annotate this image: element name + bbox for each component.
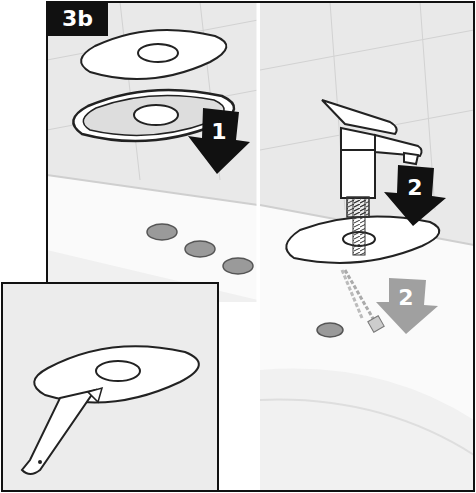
- callout-number: 1: [211, 121, 226, 143]
- placement-arrow: [376, 278, 438, 334]
- step-badge: 3b: [47, 2, 108, 36]
- placement-arrow: [188, 108, 250, 174]
- callout-number: 2: [407, 177, 422, 199]
- callout-number: 2: [398, 287, 413, 309]
- left-panel: [47, 2, 258, 302]
- placement-arrow: [384, 165, 446, 226]
- step-number: 3b: [62, 8, 93, 30]
- sealant-inset: [2, 283, 218, 491]
- right-panel: [260, 2, 474, 491]
